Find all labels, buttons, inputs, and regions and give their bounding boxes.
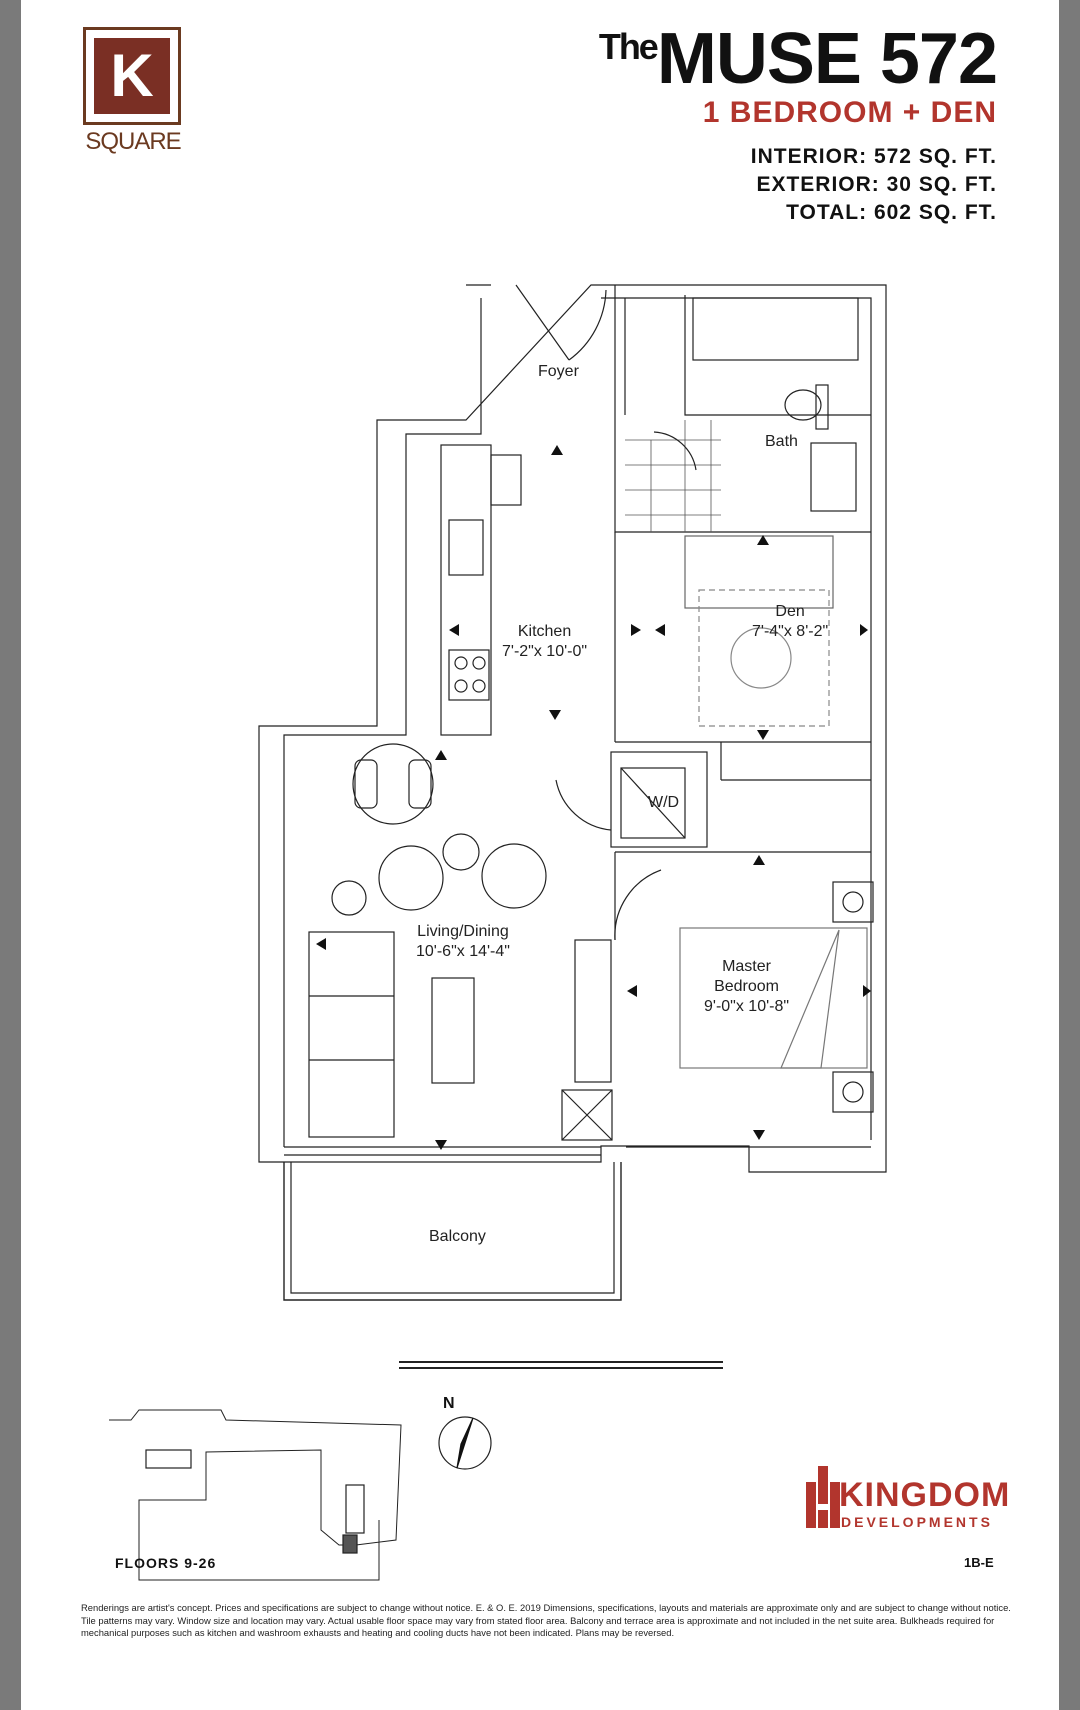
cooktop (448, 649, 490, 701)
bath-vanity (810, 442, 857, 512)
model-title: TheMUSE 572 (598, 18, 998, 100)
entry-door (515, 284, 607, 361)
bed (679, 927, 868, 1069)
logo-letter: K (94, 38, 170, 114)
bath-door-swing (653, 431, 697, 471)
armchair-left (378, 845, 444, 911)
window-wall (284, 1146, 871, 1156)
room-foyer: Foyer (538, 363, 579, 380)
disclaimer: Renderings are artist's concept. Prices … (81, 1602, 1011, 1638)
coffee-table (431, 977, 475, 1084)
dining-table (352, 743, 434, 825)
unit-type: 1 BEDROOM + DEN (702, 96, 997, 129)
room-bath: Bath (765, 433, 798, 450)
developer-name: KINGDOM (839, 1476, 1011, 1514)
living-sofa (308, 931, 395, 1138)
bath-tiles (625, 420, 721, 532)
bedroom-closet (615, 742, 871, 853)
title-main: MUSE 572 (656, 19, 998, 99)
compass-rose (438, 1416, 492, 1470)
laundry-closet (610, 751, 708, 848)
scale-bar (399, 1361, 723, 1369)
logo-wordmark: SQUARE (85, 128, 181, 155)
interior-area: INTERIOR: 572 SQ. FT. (750, 145, 997, 168)
unit-outline-inner (283, 297, 872, 1147)
bedroom-door-swing (614, 869, 662, 941)
toilet (784, 389, 822, 421)
room-wd: W/D (648, 794, 680, 811)
room-balcony: Balcony (429, 1228, 486, 1245)
plan-code: 1B-E (964, 1555, 994, 1570)
title-prefix: The (598, 26, 659, 67)
compass-north-label: N (443, 1395, 455, 1412)
den-sofa (684, 535, 834, 609)
sink (448, 519, 484, 576)
bath-wall (614, 285, 871, 533)
kingdom-logo-mark (806, 1466, 840, 1528)
key-plan-unit (342, 1534, 358, 1554)
fridge-door (490, 454, 522, 506)
floor-plan-drawing (109, 284, 887, 1581)
floors-label: FLOORS 9-26 (115, 1555, 217, 1571)
media-unit (574, 939, 612, 1083)
k-square-logo: K (83, 27, 181, 125)
bathtub (692, 297, 859, 361)
tub-wall (624, 295, 871, 416)
nightstand-left (832, 881, 874, 923)
total-area: TOTAL: 602 SQ. FT. (786, 201, 997, 224)
hvac-closet (561, 1089, 613, 1141)
key-plan-building (109, 1409, 402, 1581)
den-wall (614, 532, 871, 743)
kitchen-counter (440, 444, 492, 736)
den-rug (698, 589, 830, 727)
balcony-outline (283, 1162, 622, 1301)
nightstand-right (832, 1071, 874, 1113)
laundry-door-swing (555, 779, 612, 831)
developer-subtitle: DEVELOPMENTS (841, 1514, 993, 1530)
floor-plan-sheet: K SQUARE TheMUSE 572 1 BEDROOM + DEN INT… (21, 0, 1059, 1710)
armchair-right (481, 843, 547, 909)
toilet-tank (815, 384, 829, 430)
unit-outline-outer (258, 284, 887, 1173)
exterior-area: EXTERIOR: 30 SQ. FT. (756, 173, 997, 196)
